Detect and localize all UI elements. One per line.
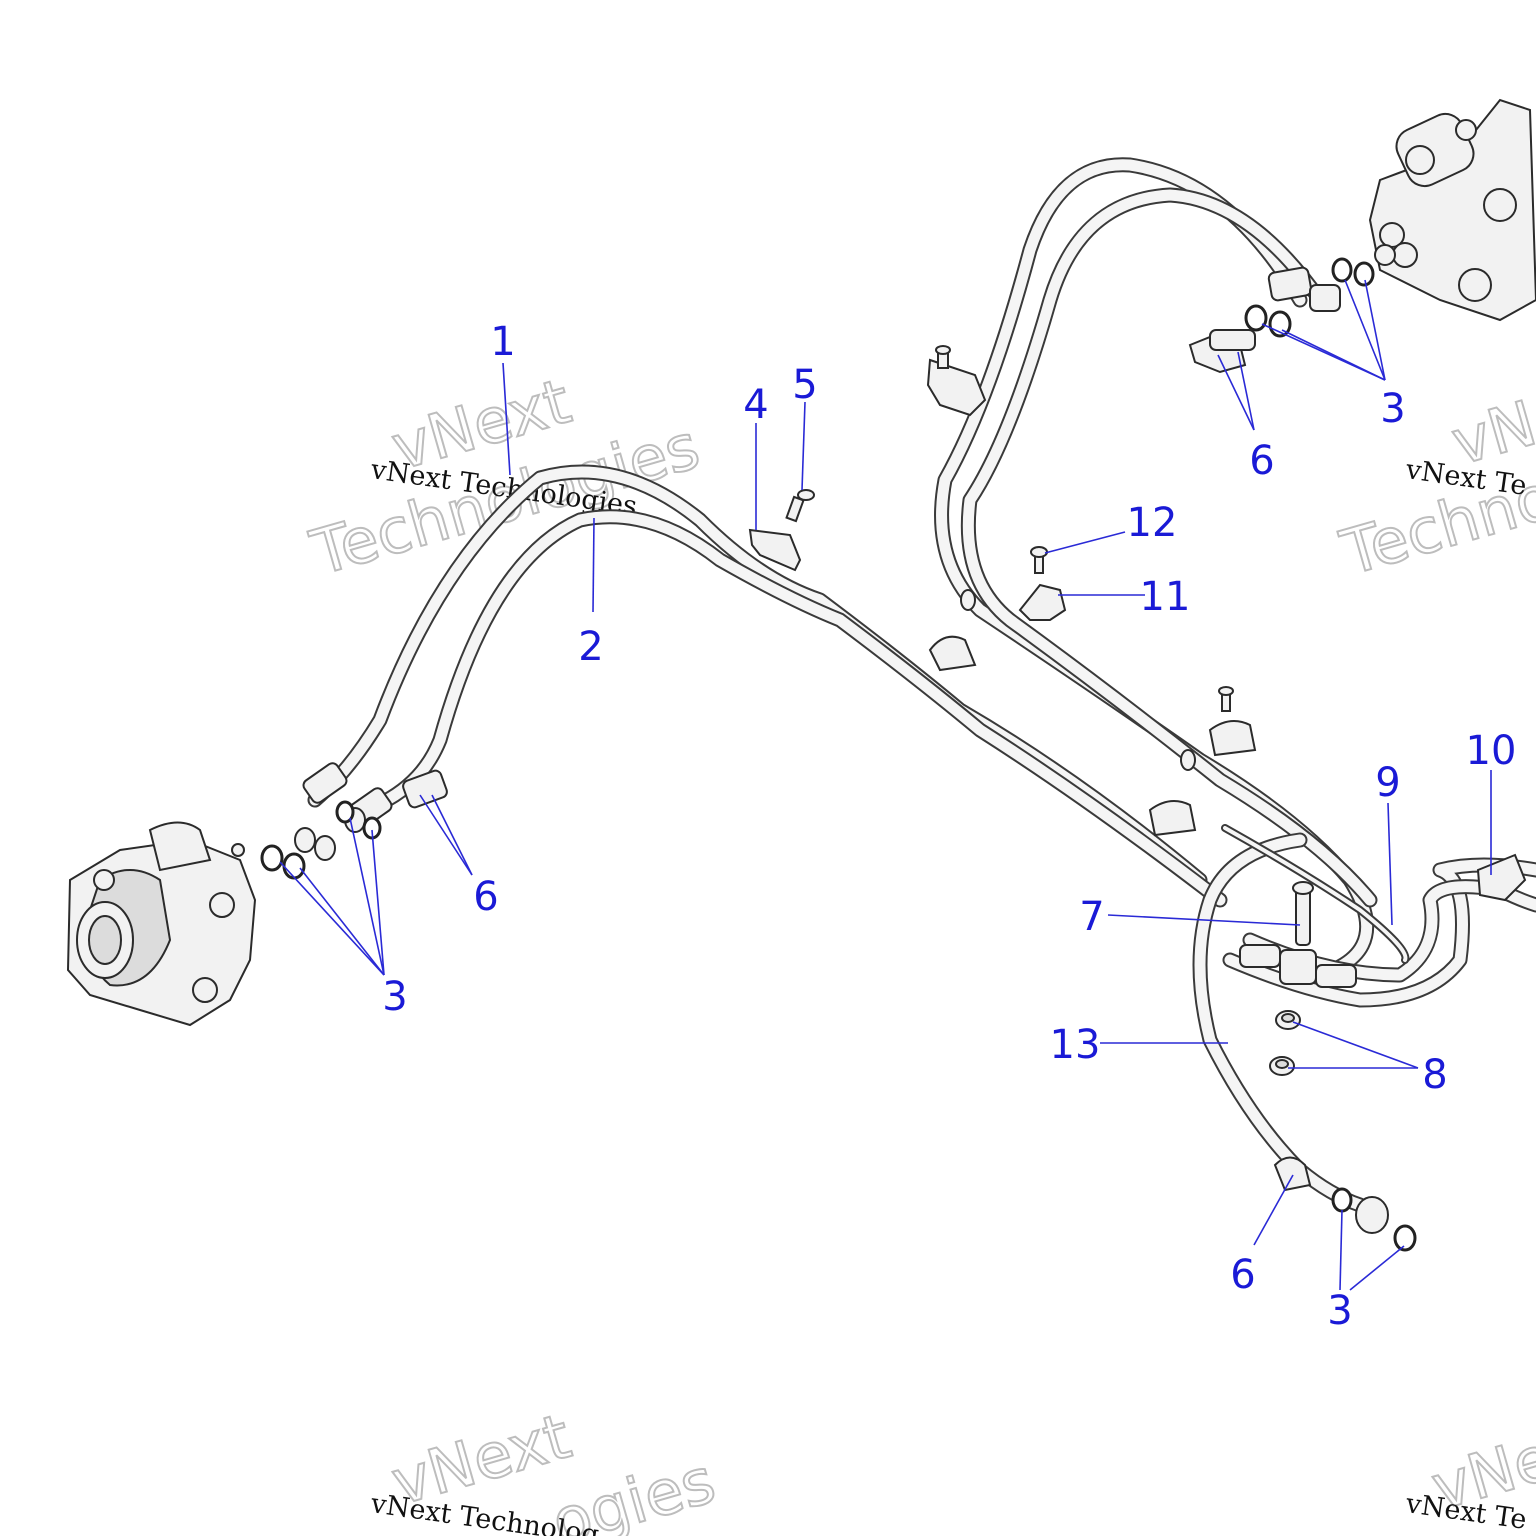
callout-numbers: 1 2 3 4 5 6 3 6 12 11 10 9 7 13 8 6 3 <box>382 319 1516 1334</box>
callout-3-right-top: 3 <box>1380 386 1405 432</box>
callout-12: 12 <box>1127 500 1178 546</box>
brake-hoses <box>307 157 1536 1213</box>
hardware <box>260 257 1527 1252</box>
callout-3-bottom: 3 <box>1327 1288 1352 1334</box>
callout-11: 11 <box>1140 574 1191 620</box>
callout-3-left: 3 <box>382 974 407 1020</box>
right-caliper <box>1368 98 1536 322</box>
left-caliper <box>66 821 257 1027</box>
callout-9: 9 <box>1375 760 1400 806</box>
leader-lines <box>279 279 1492 1291</box>
callout-4: 4 <box>743 382 768 428</box>
callout-6-bottom: 6 <box>1230 1252 1255 1298</box>
callout-10: 10 <box>1466 728 1517 774</box>
callout-7: 7 <box>1079 894 1104 940</box>
callout-8: 8 <box>1422 1052 1447 1098</box>
callout-6-left: 6 <box>473 874 498 920</box>
callout-6-right-top: 6 <box>1249 438 1274 484</box>
callout-5: 5 <box>792 362 817 408</box>
callout-1: 1 <box>490 319 515 365</box>
callout-2: 2 <box>578 624 603 670</box>
callout-13: 13 <box>1050 1022 1101 1068</box>
